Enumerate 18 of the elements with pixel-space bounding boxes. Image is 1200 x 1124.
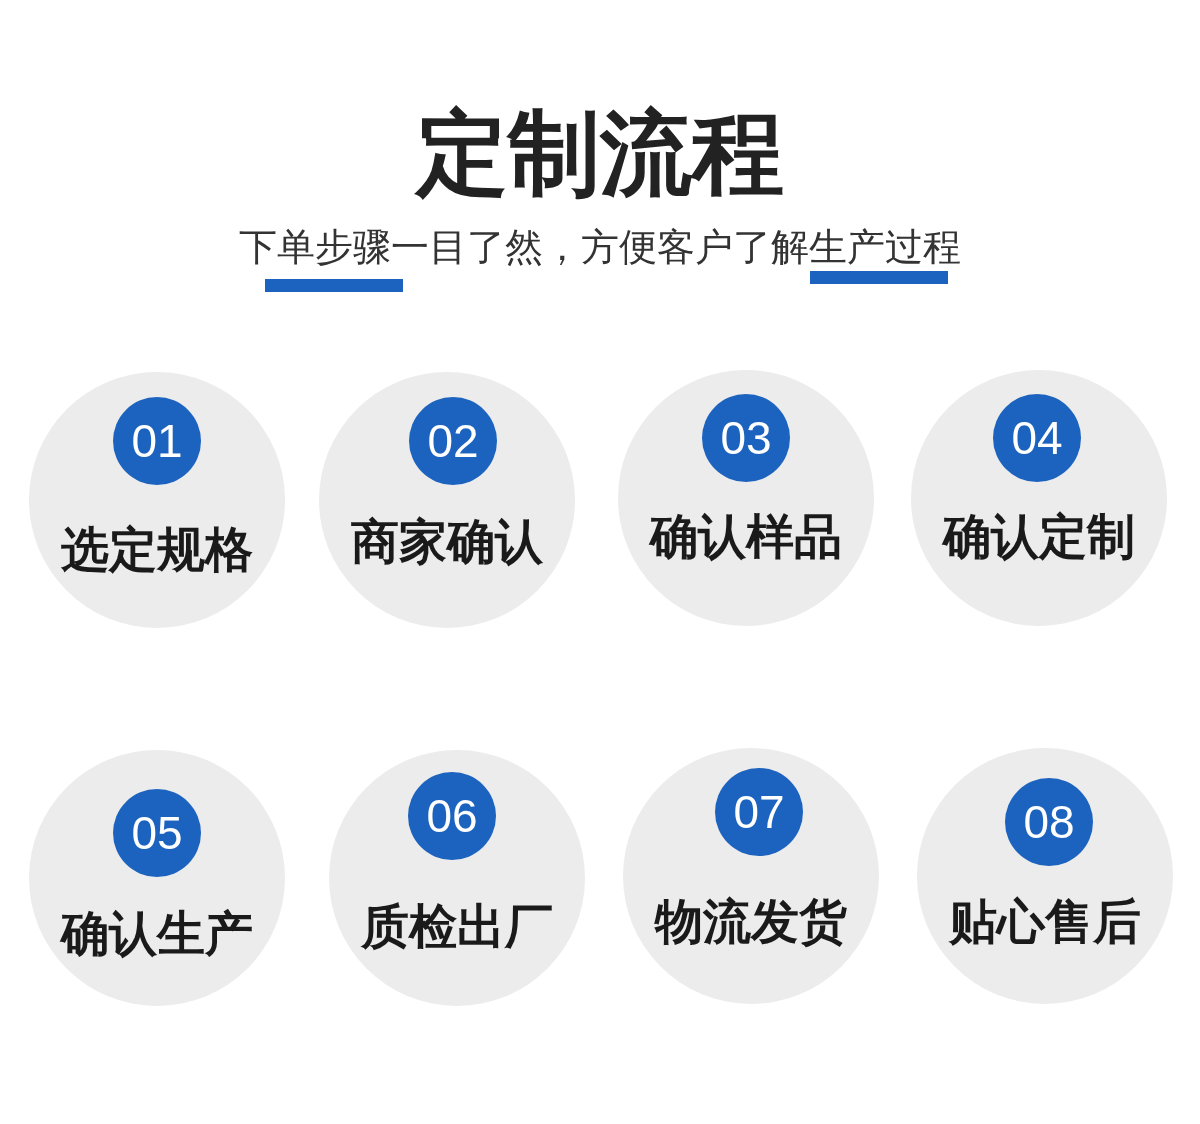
step-label: 确认样品 — [650, 507, 842, 566]
subtitle: 下单步骤一目了然，方便客户了解生产过程 — [238, 224, 962, 271]
number-circle: 06 — [408, 772, 496, 860]
step-label: 质检出厂 — [361, 897, 553, 956]
step-label: 商家确认 — [351, 512, 543, 571]
number-circle: 01 — [113, 397, 201, 485]
step-label: 贴心售后 — [949, 892, 1141, 951]
number-circle: 07 — [715, 768, 803, 856]
number-circle: 02 — [409, 397, 497, 485]
step-label: 物流发货 — [655, 892, 847, 951]
number-circle: 05 — [113, 789, 201, 877]
step-label: 确认生产 — [61, 904, 253, 963]
title: 定制流程 — [413, 98, 785, 209]
number-circle: 03 — [702, 394, 790, 482]
number-circle: 04 — [993, 394, 1081, 482]
number-circle: 08 — [1005, 778, 1093, 866]
step-label: 选定规格 — [61, 520, 253, 579]
step-label: 确认定制 — [943, 507, 1135, 566]
